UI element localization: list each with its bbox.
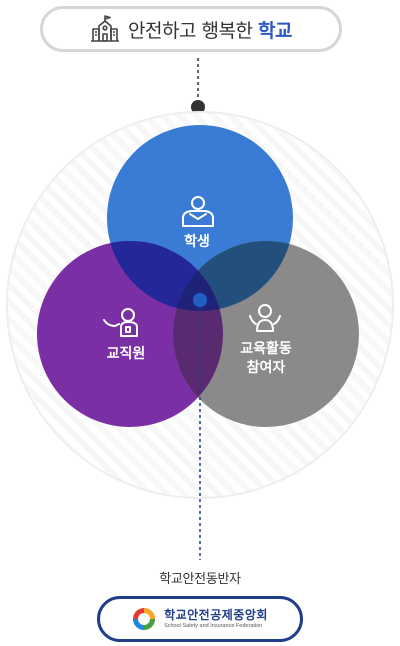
team-label: 학교안전동반자 — [159, 572, 241, 587]
label-participants-line2: 참여자 — [247, 359, 286, 376]
school-icon — [91, 15, 120, 42]
org-logo-icon — [133, 608, 156, 630]
label-students: 학생 — [184, 234, 210, 250]
org-pill: 학교안전공제중앙회 School Safety and Insurance Fe… — [97, 596, 303, 642]
connector-dot-top — [191, 100, 205, 114]
page-title: 안전하고 행복한 학교 — [128, 16, 292, 43]
staff-icon — [103, 308, 138, 337]
org-name: 학교안전공제중앙회 — [164, 607, 268, 622]
center-dot — [193, 293, 207, 307]
title-prefix: 안전하고 행복한 — [128, 19, 253, 42]
label-participants-line1: 교육활동 — [240, 340, 292, 357]
org-subtitle: School Safety and Insurance Federation — [164, 622, 263, 629]
overlap-students-staff — [107, 241, 223, 311]
student-icon — [182, 196, 214, 227]
title-accent: 학교 — [257, 19, 292, 42]
participant-icon — [249, 304, 281, 332]
title-pill: 안전하고 행복한 학교 — [40, 6, 342, 52]
overlap-students-participants — [173, 241, 293, 311]
label-staff: 교직원 — [107, 345, 146, 362]
